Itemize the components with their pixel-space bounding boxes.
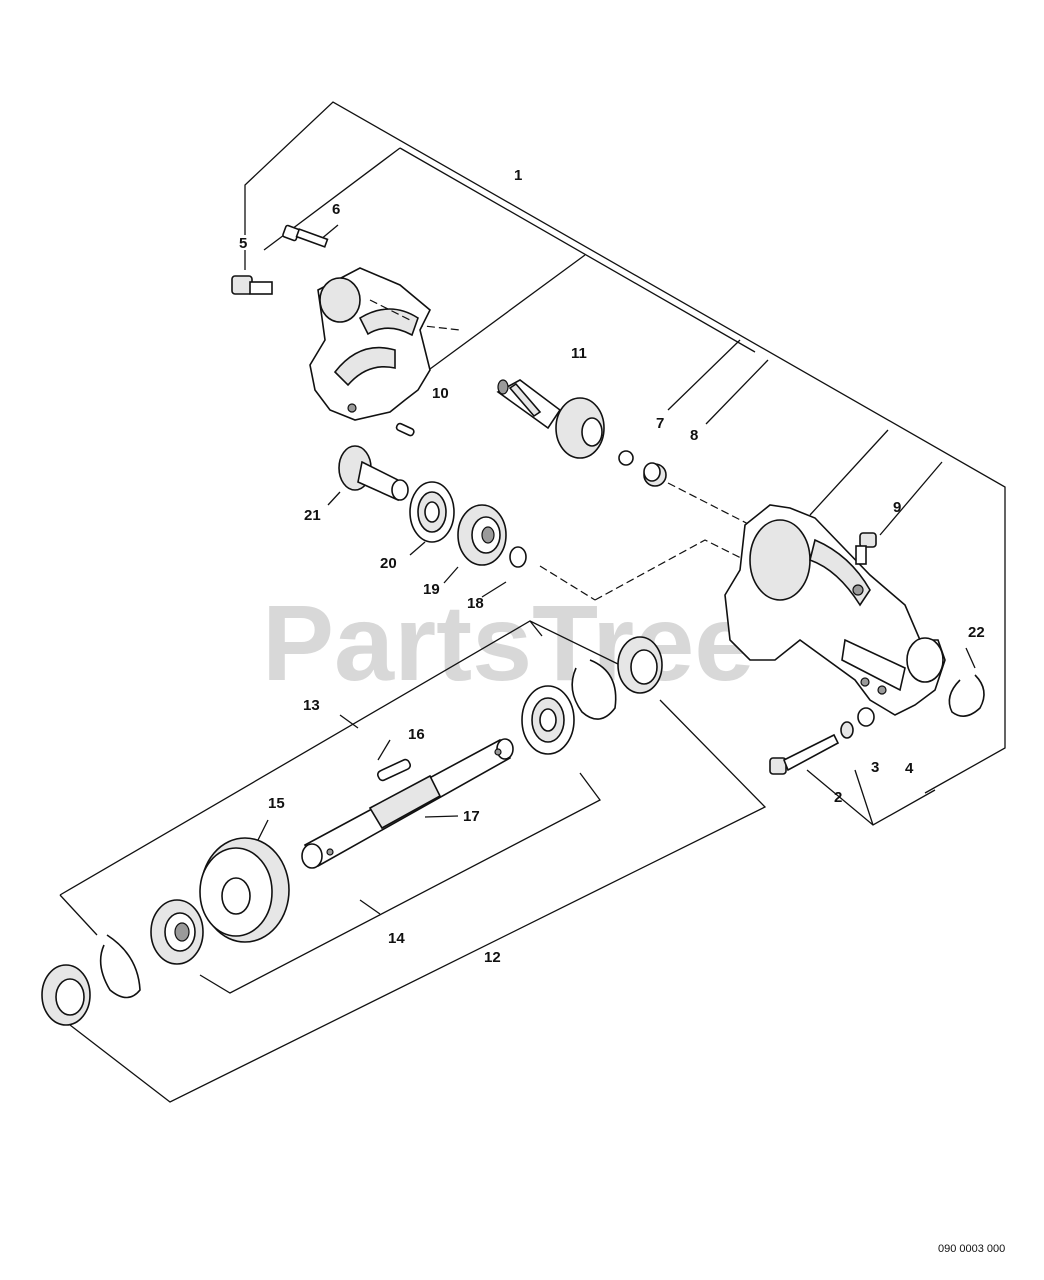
- callout-13: 13: [303, 697, 320, 714]
- bushing-8-icon: [643, 462, 667, 487]
- callout-10: 10: [432, 385, 449, 402]
- callout-16: 16: [408, 726, 425, 743]
- drawing-code: 090 0003 000: [938, 1243, 1005, 1255]
- callout-22: 22: [968, 624, 985, 641]
- circlip-left-icon: [99, 934, 141, 999]
- oil-seal-right-icon: [617, 636, 663, 694]
- bolt-5-icon: [231, 275, 273, 295]
- oil-seal-left-icon: [41, 964, 91, 1026]
- gear-shaft-11-icon: [496, 379, 605, 459]
- shaft-17-icon: [301, 738, 514, 869]
- callout-17: 17: [463, 808, 480, 825]
- key-16-icon: [376, 758, 412, 782]
- callout-3: 3: [871, 759, 879, 776]
- circlip-right-icon: [571, 659, 617, 720]
- bearing-left-icon: [150, 899, 204, 965]
- callout-18: 18: [467, 595, 484, 612]
- callout-15: 15: [268, 795, 285, 812]
- callout-2: 2: [834, 789, 842, 806]
- callout-19: 19: [423, 581, 440, 598]
- callout-labels: 1 2 3 4 5 6 7 8 9 10 11 12 13 14 15 16 1…: [239, 167, 985, 966]
- callout-1: 1: [514, 167, 522, 184]
- washer-4-icon: [857, 707, 875, 727]
- callout-20: 20: [380, 555, 397, 572]
- watermark: PartsTree: [262, 582, 754, 703]
- gearcase-half-housing-icon: [309, 267, 431, 421]
- assembly-bracket-lines: [59, 101, 1006, 1103]
- callout-11: 11: [571, 345, 587, 362]
- bearing-right-icon: [521, 685, 575, 755]
- callout-8: 8: [690, 427, 698, 444]
- bolt-2-icon: [769, 733, 840, 775]
- callout-14: 14: [388, 930, 405, 947]
- callout-9: 9: [893, 499, 901, 516]
- bolt-9-icon: [855, 532, 877, 565]
- callout-21: 21: [304, 507, 321, 524]
- washer-3-icon: [840, 721, 854, 739]
- main-gear-housing-icon: [724, 504, 946, 716]
- bearing-20-icon: [409, 481, 455, 543]
- callout-12: 12: [484, 949, 501, 966]
- circlip-22-icon: [948, 674, 985, 717]
- ring-18-icon: [509, 546, 527, 568]
- bearing-19-icon: [457, 504, 507, 566]
- gear-15-icon: [199, 837, 290, 943]
- callout-6: 6: [332, 201, 340, 218]
- callout-5: 5: [239, 235, 247, 252]
- callout-4: 4: [905, 760, 914, 777]
- pinion-21-icon: [338, 445, 409, 502]
- bolt-6-icon: [282, 224, 329, 248]
- callout-7: 7: [656, 415, 664, 432]
- pin-10-icon: [395, 422, 415, 437]
- washer-7-icon: [618, 450, 634, 466]
